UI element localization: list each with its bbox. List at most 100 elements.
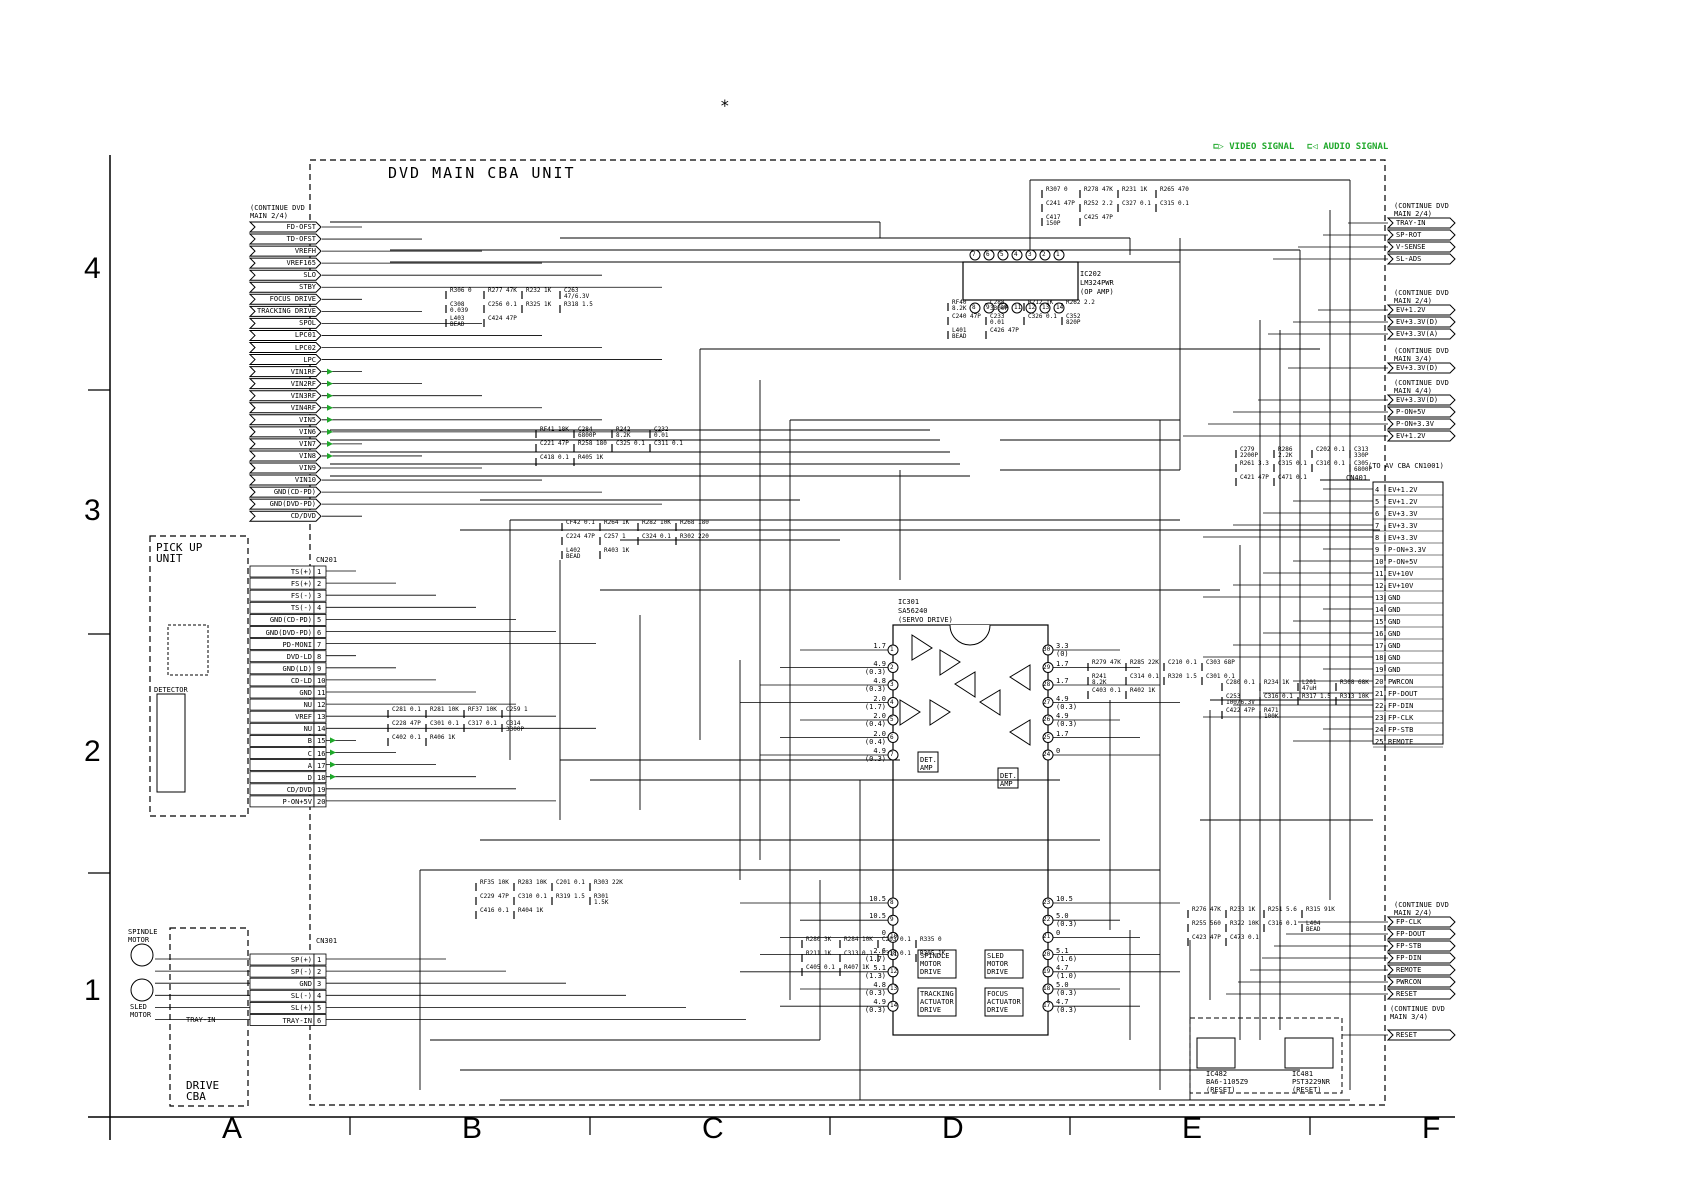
right-bottom-signal-label: FP-CLK xyxy=(1396,918,1422,926)
ic202-pin-number: 4 xyxy=(1014,251,1018,258)
component-label: R313 10K xyxy=(1340,693,1369,700)
cn201-pin-label: PD-MONI xyxy=(282,640,312,649)
component-label: R278 47K xyxy=(1084,186,1113,193)
ic301-pin-circle xyxy=(1042,966,1054,978)
cn201-pin-label: FS(-) xyxy=(290,592,312,601)
left-port-9 xyxy=(248,329,322,341)
ic481-body xyxy=(1284,1037,1334,1069)
right-port xyxy=(1386,394,1456,406)
cn401-pin-number: 18 xyxy=(1375,654,1384,662)
page-title: DVD MAIN CBA UNIT xyxy=(388,164,576,182)
cn201-pin-label: D xyxy=(307,773,312,782)
ic301-pin-circle xyxy=(1042,914,1054,926)
left-port-14 xyxy=(248,390,322,402)
component-label: C421 47P xyxy=(1240,474,1269,481)
cn401-pin-number: 7 xyxy=(1375,522,1380,530)
right-signal-label: P-ON+5V xyxy=(1396,408,1426,416)
component-label: C259 1 xyxy=(506,706,528,713)
row-label-2: 2 xyxy=(84,735,101,768)
ic301-pin-voltage: 5.1 (1.3) xyxy=(864,963,886,980)
cn201-pin-num-box xyxy=(313,698,327,711)
right-continue-label: (CONTINUE DVD MAIN 4/4) xyxy=(1394,379,1449,395)
right-signal-label: EV+3.3V(D) xyxy=(1396,396,1439,404)
cn201-pin-label: CD-LD xyxy=(290,676,312,685)
left-port-0 xyxy=(248,221,322,233)
ic301-pin-circle xyxy=(1042,749,1054,761)
component-label: C288 3300P xyxy=(990,299,1009,312)
ic202-body xyxy=(962,261,1079,301)
component-label: C284 6800P xyxy=(578,426,597,439)
component-label: C210 0.1 xyxy=(1168,659,1197,666)
ic301-pin-number: 20 xyxy=(1043,950,1051,958)
component-label: R276 47K xyxy=(1192,906,1221,913)
ic301-pin-voltage: 1.7 xyxy=(873,642,886,650)
cn301-pin-label: SP(-) xyxy=(290,968,312,977)
component-label: C256 0.1 xyxy=(488,301,517,308)
ic202-pin-number: 3 xyxy=(1028,251,1032,258)
col-tick-marks xyxy=(349,1117,1311,1135)
cn201-pin-label: P-ON+5V xyxy=(282,797,312,806)
sled-motor-drive-block: SLED MOTOR DRIVE xyxy=(987,952,1009,976)
component-label: R280 3K xyxy=(806,936,832,943)
pickup-unit-label: PICK UP UNIT xyxy=(156,541,203,565)
right-bottom-port xyxy=(1386,964,1456,976)
component-label: L402 BEAD xyxy=(566,547,581,560)
right-bottom-port xyxy=(1386,976,1456,988)
left-port-10 xyxy=(248,342,322,353)
reset-out-port xyxy=(1386,1029,1456,1041)
cn401-pin-number: 11 xyxy=(1375,570,1384,578)
right-port xyxy=(1386,430,1456,442)
cn301-pin-num-box xyxy=(313,1002,327,1014)
cn401-pin-number: 8 xyxy=(1375,534,1380,542)
cn201-pin-number: 3 xyxy=(317,592,322,601)
left-signal-label: VIN1RF xyxy=(290,367,316,376)
video-signal-marker xyxy=(327,440,333,447)
cn401-pin-number: 10 xyxy=(1375,558,1384,566)
ic301-pin-circle xyxy=(1042,931,1054,943)
ic301-pin-number: 4 xyxy=(890,698,894,706)
ic202-pin-circle xyxy=(983,249,995,261)
ic301-pin-circle xyxy=(887,697,899,708)
ic301-pin-voltage: 5.0 (0.3) xyxy=(1056,981,1078,997)
left-signal-label: VIN3RF xyxy=(290,391,316,400)
right-port xyxy=(1386,316,1456,328)
cn401-pin-number: 23 xyxy=(1375,714,1384,722)
ic301-pin-voltage: 4.8 (0.3) xyxy=(864,677,886,693)
cn201-pin-number: 14 xyxy=(317,725,326,734)
component-label: R317 1.5 xyxy=(1302,693,1331,700)
cn401-pin-label: GND xyxy=(1388,594,1401,602)
component-label: R305 1K xyxy=(920,950,946,957)
pickup-unit-boundary xyxy=(149,535,249,817)
component-label: C201 0.1 xyxy=(556,879,585,886)
cn201-pin-num-box xyxy=(313,759,327,771)
ic202-pin-circle xyxy=(1053,249,1065,261)
component-label: C327 0.1 xyxy=(1122,200,1151,207)
component-label: R320 1.5 xyxy=(1168,673,1197,680)
ic301-pin-circle xyxy=(887,1000,899,1012)
cn401-pin-label: GND xyxy=(1388,630,1401,638)
ic301-func: (SERVO DRIVE) xyxy=(898,616,953,624)
cn201-pin-num-box xyxy=(313,565,327,578)
right-continue-label: (CONTINUE DVD MAIN 2/4) xyxy=(1394,289,1449,305)
cn401-pin-label: FP-DOUT xyxy=(1388,690,1418,698)
cn401-pin-number: 5 xyxy=(1375,498,1380,506)
right-signal-label: SP-ROT xyxy=(1396,231,1422,239)
right-signal-label: TRAY-IN xyxy=(1396,219,1426,227)
cn201-pin-number: 18 xyxy=(317,773,326,782)
component-label: C232 0.01 xyxy=(654,426,669,439)
cn401-pin-number: 20 xyxy=(1375,678,1384,686)
cn201-pin-num-box xyxy=(313,735,327,747)
video-signal-marker xyxy=(327,452,333,459)
ic301-pin-circle xyxy=(1042,732,1054,743)
ic301-pin-voltage: 2.6 (1.7) xyxy=(864,946,886,963)
cn401-pin-number: 4 xyxy=(1375,486,1380,494)
cn201-pin-label: C xyxy=(307,749,312,758)
component-label: C416 0.1 xyxy=(480,907,509,914)
component-label: C471 0.1 xyxy=(1278,474,1307,481)
component-label: R258 180 xyxy=(578,440,607,447)
component-label: C405 0.1 xyxy=(806,964,835,971)
component-label: C315 0.1 xyxy=(1160,200,1189,207)
cn301-pin-number: 6 xyxy=(317,1016,322,1025)
component-label: R322 10K xyxy=(1230,920,1259,927)
left-port-23 xyxy=(248,498,322,510)
